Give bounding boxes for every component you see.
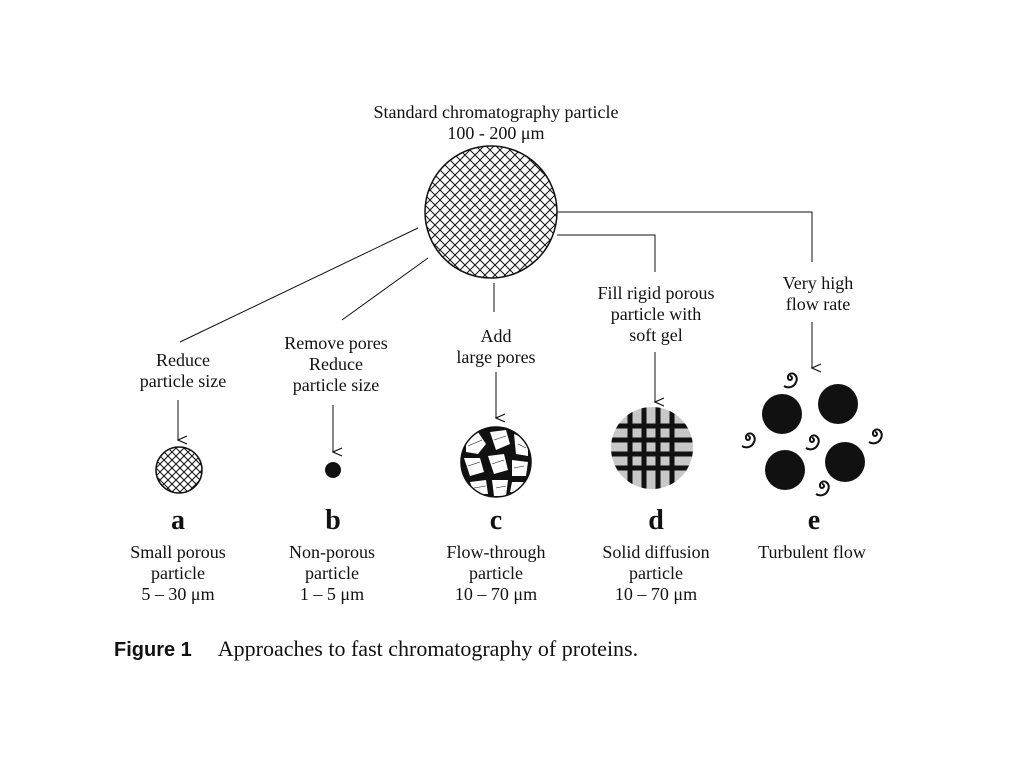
action-line: Very high [782,273,854,293]
result-line: 10 – 70 μm [614,584,698,604]
turbulent-flow-particles [762,384,865,490]
swirl-icon [805,434,820,451]
result-line: Flow-through [446,542,546,562]
letter-e: e [807,505,821,536]
action-line: soft gel [629,325,683,345]
result-line: particle [469,563,523,583]
result-line: Solid diffusion [602,542,710,562]
swirl-icon [783,372,798,389]
result-label-c: Flow-through particle 10 – 70 μm [447,542,546,605]
action-line: Reduce [156,350,210,370]
action-label-a: Reduce particle size [140,350,226,392]
result-line: 10 – 70 μm [454,584,538,604]
result-line: 1 – 5 μm [299,584,365,604]
action-line: particle size [139,371,227,391]
action-line: Remove pores [284,333,388,353]
connector-a [179,227,419,343]
result-label-b: Non-porous particle 1 – 5 μm [289,542,375,605]
letter-c: c [489,505,503,536]
action-label-d: Fill rigid porous particle with soft gel [597,283,714,346]
main-particle-size: 100 - 200 μm [447,123,545,143]
result-line: Turbulent flow [758,542,866,562]
connector-e [557,211,813,262]
result-line: Non-porous [289,542,375,562]
result-line: particle [629,563,683,583]
result-line: particle [151,563,205,583]
connector-b [341,257,429,321]
standard-particle [424,145,558,279]
action-line: large pores [456,347,536,367]
swirl-icon [815,480,830,497]
swirl-icons [741,372,883,497]
swirl-icon [741,432,756,449]
connector-d [557,234,656,272]
result-label-e: Turbulent flow [758,542,866,563]
letter-b: b [325,505,341,536]
flow-through-particle [460,426,532,498]
result-line: Small porous [130,542,226,562]
result-line: particle [305,563,359,583]
result-label-d: Solid diffusion particle 10 – 70 μm [602,542,709,605]
action-line: Reduce [309,354,363,374]
action-line: Fill rigid porous [597,283,715,303]
result-line: 5 – 30 μm [141,584,215,604]
action-line: flow rate [785,294,851,314]
solid-diffusion-particle [611,407,693,489]
result-label-a: Small porous particle 5 – 30 μm [130,542,226,605]
small-porous-particle [155,446,203,494]
figure-caption: Figure 1 Approaches to fast chromatograph… [114,636,638,662]
non-porous-particle [325,462,341,478]
letter-d: d [648,505,664,536]
swirl-icon [868,428,883,445]
main-particle-label: Standard chromatography particle 100 - 2… [374,102,619,144]
figure-number: Figure 1 [114,639,192,661]
action-label-e: Very high flow rate [783,273,854,315]
action-label-b: Remove pores Reduce particle size [284,333,387,396]
main-particle-title: Standard chromatography particle [373,102,619,122]
letter-a: a [171,505,185,536]
caption-text: Approaches to fast chromatography of pro… [217,636,639,661]
action-label-c: Add large pores [456,326,535,368]
action-line: Add [480,326,512,346]
action-line: particle with [610,304,702,324]
action-line: particle size [292,375,380,395]
